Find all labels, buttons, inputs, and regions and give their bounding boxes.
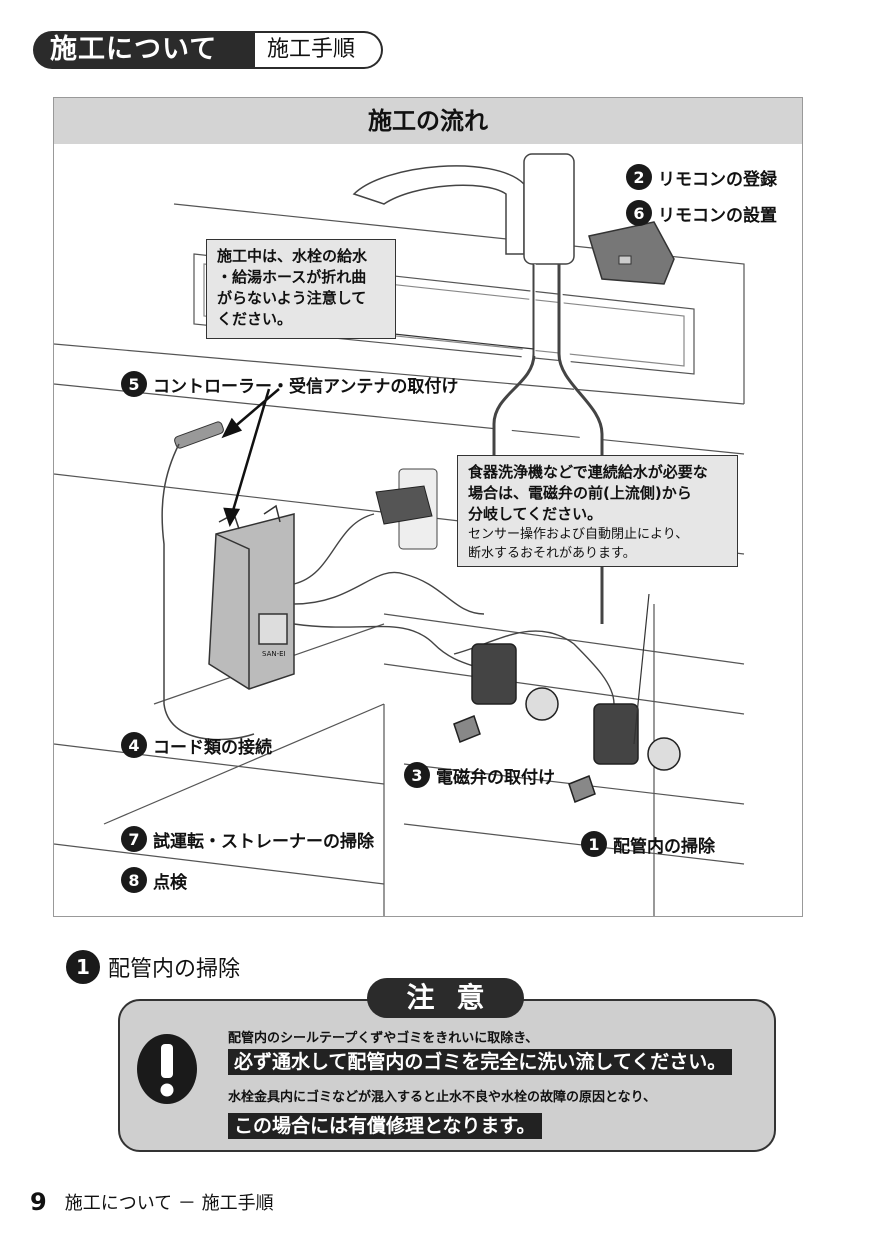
step-label: リモコンの登録 <box>658 169 777 190</box>
exclamation-icon <box>137 1034 197 1104</box>
step-label: 電磁弁の取付け <box>436 767 555 788</box>
page-number: 9 <box>30 1188 47 1216</box>
step-number-badge: 4 <box>121 732 147 758</box>
section-title: 配管内の掃除 <box>108 957 241 982</box>
step-5-controller-antenna: 5 コントローラー・受信アンテナの取付け <box>121 371 458 397</box>
installation-flow-figure: 施工の流れ <box>53 97 803 917</box>
step-6-remote-installation: 6 リモコンの設置 <box>626 200 777 226</box>
step-number-badge: 6 <box>626 200 652 226</box>
step-label: リモコンの設置 <box>658 205 777 226</box>
caution-text-1: 配管内のシールテープくずやゴミをきれいに取除き、 <box>228 1031 539 1046</box>
step-8-inspection: 8 点検 <box>121 867 187 893</box>
step-label: 配管内の掃除 <box>613 836 715 857</box>
caution-highlight-2-wrap: この場合には有償修理となります。 <box>228 1111 542 1139</box>
step-4-cord-connection: 4 コード類の接続 <box>121 732 272 758</box>
caution-highlight-1: 必ず通水して配管内のゴミを完全に洗い流してください。 <box>228 1049 733 1075</box>
caution-text-2: 水栓金具内にゴミなどが混入すると止水不良や水栓の故障の原因となり、 <box>228 1090 657 1105</box>
page-footer: 9 施工について － 施工手順 <box>30 1188 274 1216</box>
step-number-badge: 7 <box>121 826 147 852</box>
step-label: コントローラー・受信アンテナの取付け <box>153 376 459 397</box>
step-number-badge: 1 <box>581 831 607 857</box>
controller-brand-text: SAN-EI <box>262 650 286 658</box>
step-label: 点検 <box>153 872 187 893</box>
step-number-badge: 2 <box>626 164 652 190</box>
header-main-title: 施工について <box>33 31 255 69</box>
step-3-solenoid-valve: 3 電磁弁の取付け <box>404 762 555 788</box>
step-7-test-run: 7 試運転・ストレーナーの掃除 <box>121 826 374 852</box>
step-1-pipe-cleaning: 1 配管内の掃除 <box>581 831 715 857</box>
header-sub-title: 施工手順 <box>255 31 383 69</box>
section-number-badge: 1 <box>66 950 100 984</box>
footer-text: 施工について － 施工手順 <box>64 1193 274 1214</box>
figure-title: 施工の流れ <box>54 98 802 144</box>
step-label: コード類の接続 <box>153 737 272 758</box>
caution-highlight-2: この場合には有償修理となります。 <box>228 1113 542 1139</box>
step-number-badge: 8 <box>121 867 147 893</box>
step-number-badge: 5 <box>121 371 147 397</box>
step-2-remote-registration: 2 リモコンの登録 <box>626 164 777 190</box>
caution-highlight-1-wrap: 必ず通水して配管内のゴミを完全に洗い流してください。 <box>228 1047 733 1075</box>
section-header: 施工について 施工手順 <box>33 31 385 69</box>
dishwasher-branch-note: 食器洗浄機などで連続給水が必要な 場合は、電磁弁の前(上流側)から 分岐してくだ… <box>457 455 738 567</box>
caution-label: 注意 <box>367 978 524 1018</box>
step-label: 試運転・ストレーナーの掃除 <box>153 831 374 852</box>
section-1-heading: 1 配管内の掃除 <box>66 950 240 984</box>
hose-caution-note: 施工中は、水栓の給水 ・給湯ホースが折れ曲 がらないよう注意して ください。 <box>206 239 396 339</box>
step-number-badge: 3 <box>404 762 430 788</box>
